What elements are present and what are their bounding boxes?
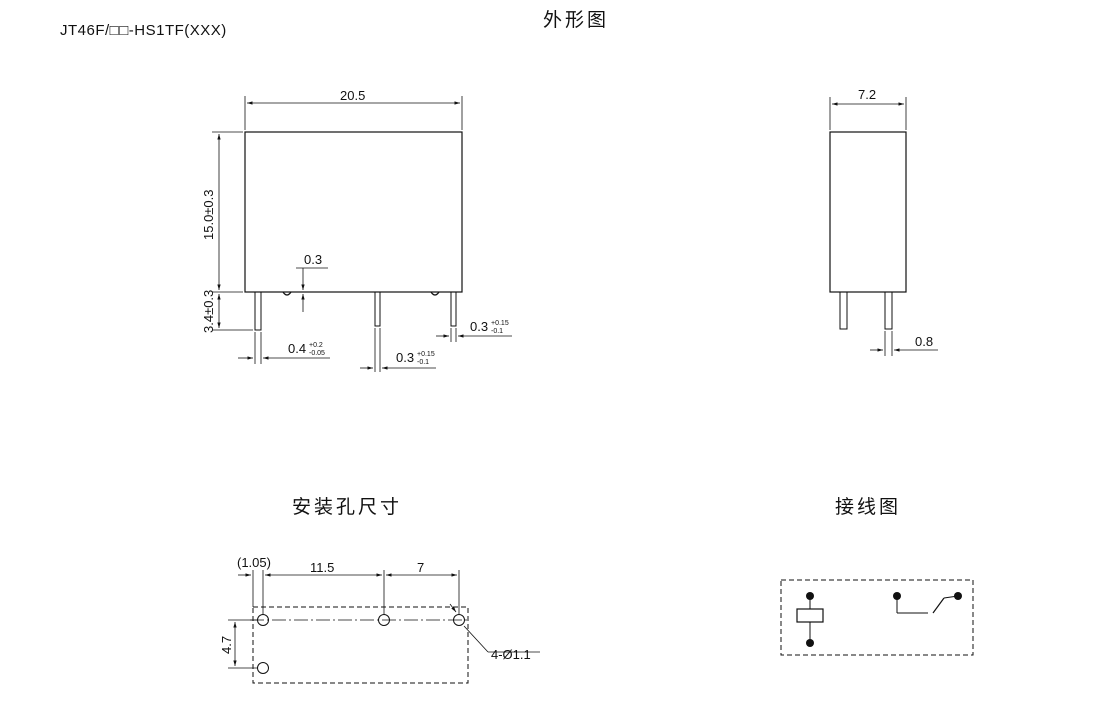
pin-left (254, 291, 262, 331)
hole-3 (453, 614, 465, 626)
hole-4 (257, 662, 269, 674)
dim-mounting-top (238, 570, 460, 614)
relay-body-side (829, 131, 907, 293)
dim-pin-width-3 (436, 328, 512, 342)
dim-pin-width-2-label: 0.3 (396, 350, 414, 365)
side-pin-left (839, 291, 848, 330)
dim-pin-width-1-label: 0.4 (288, 341, 306, 356)
outline-title: 外形图 (543, 9, 610, 31)
dim-height (212, 131, 243, 293)
dim-spacing-a-label: 11.5 (310, 560, 334, 575)
wiring-terminals (806, 592, 962, 647)
hole-2 (378, 614, 390, 626)
mounting-title: 安装孔尺寸 (292, 496, 403, 518)
dim-width-label: 20.5 (340, 88, 365, 103)
dim-pin-width-3-tol-lower: -0.1 (491, 328, 503, 335)
dim-pin-width-1-tol-upper: +0.2 (309, 342, 323, 349)
dim-vertical-label: 4.7 (219, 636, 234, 654)
relay-body-front (244, 131, 463, 293)
dim-side-pin (870, 331, 938, 356)
dim-width (244, 96, 463, 130)
standoff-right (430, 291, 440, 296)
dim-side-width (829, 97, 907, 130)
front-view (244, 131, 463, 331)
hole-spec-leader (449, 603, 540, 653)
dim-pin-width-2-tol-lower: -0.1 (417, 359, 429, 366)
coil-terminal-bottom (806, 639, 814, 647)
mounting-view (250, 606, 470, 684)
dim-pin-width-1-tol-lower: -0.05 (309, 350, 325, 357)
dim-side-pin-label: 0.8 (915, 334, 933, 349)
model-number: JT46F/□□-HS1TF(XXX) (60, 22, 227, 39)
dim-pin-length-label: 3.4±0.3 (201, 290, 216, 333)
dim-pin-length (212, 294, 253, 331)
hole-spec-label: 4-Ø1.1 (491, 647, 531, 662)
dim-side-width-label: 7.2 (858, 87, 876, 102)
wiring-frame (780, 579, 974, 656)
dim-pin-width-3-tol-upper: +0.15 (491, 320, 509, 327)
contact-terminal-no (954, 592, 962, 600)
dim-height-label: 15.0±0.3 (201, 189, 216, 240)
dim-pin-width-1 (238, 332, 330, 364)
pin-middle (374, 291, 381, 327)
pin-right (450, 291, 457, 327)
pcb-outline (252, 606, 469, 684)
dim-pin-gap (296, 267, 328, 312)
side-view (829, 131, 907, 330)
wiring-title: 接线图 (835, 496, 902, 518)
dim-pin-width-3-label: 0.3 (470, 319, 488, 334)
coil-terminal-top (806, 592, 814, 600)
standoff-left (282, 291, 292, 296)
hole-1 (257, 614, 269, 626)
coil-symbol (796, 608, 824, 623)
dim-spacing-b-label: 7 (417, 560, 424, 575)
dim-offset-label: (1.05) (237, 555, 271, 570)
dim-pin-width-2 (360, 328, 436, 372)
dim-pin-width-2-tol-upper: +0.15 (417, 351, 435, 358)
side-pin-right (884, 291, 893, 330)
contact-terminal-common (893, 592, 901, 600)
dim-pin-gap-label: 0.3 (304, 252, 322, 267)
dim-mounting-vertical (228, 619, 257, 669)
